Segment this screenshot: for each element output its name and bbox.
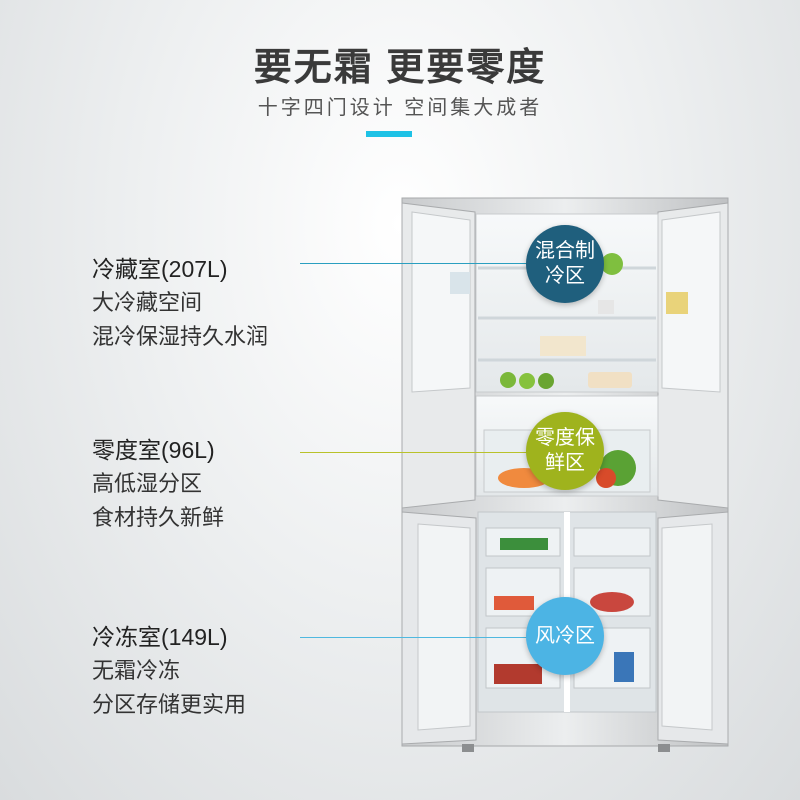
feature-freezer-line2: 分区存储更实用: [92, 692, 247, 717]
page-subtitle: 十字四门设计 空间集大成者: [257, 97, 543, 119]
accent-bar: [366, 131, 412, 137]
feature-freezer-name: 冷冻室(149L): [92, 624, 228, 650]
mixed-cooling-badge-text: 混合制冷区: [535, 240, 595, 287]
feature-freezer-line1: 无霜冷冻: [92, 658, 181, 683]
zero-fresh-badge-text: 零度保鲜区: [535, 427, 595, 474]
air-cooling-badge-text: 风冷区: [535, 624, 595, 647]
fridge-connector-line: [300, 263, 540, 264]
freezer-connector-line: [300, 637, 540, 638]
feature-zero: 零度室(96L) 高低湿分区 食材持久新鲜: [92, 433, 224, 535]
feature-fridge: 冷藏室(207L) 大冷藏空间 混冷保湿持久水润: [92, 252, 268, 354]
zero-connector-line: [300, 452, 540, 453]
feature-freezer: 冷冻室(149L) 无霜冷冻 分区存储更实用: [92, 620, 246, 722]
feature-fridge-name: 冷藏室(207L): [92, 256, 228, 282]
mixed-cooling-badge: 混合制冷区: [526, 225, 604, 303]
feature-fridge-line1: 大冷藏空间: [92, 290, 203, 315]
feature-zero-line1: 高低湿分区: [92, 471, 203, 496]
zero-fresh-badge: 零度保鲜区: [526, 412, 604, 490]
feature-zero-line2: 食材持久新鲜: [92, 505, 225, 530]
air-cooling-badge: 风冷区: [526, 597, 604, 675]
feature-fridge-line2: 混冷保湿持久水润: [92, 324, 269, 349]
page-title: 要无霜 更要零度: [253, 47, 547, 89]
feature-zero-name: 零度室(96L): [92, 437, 215, 463]
